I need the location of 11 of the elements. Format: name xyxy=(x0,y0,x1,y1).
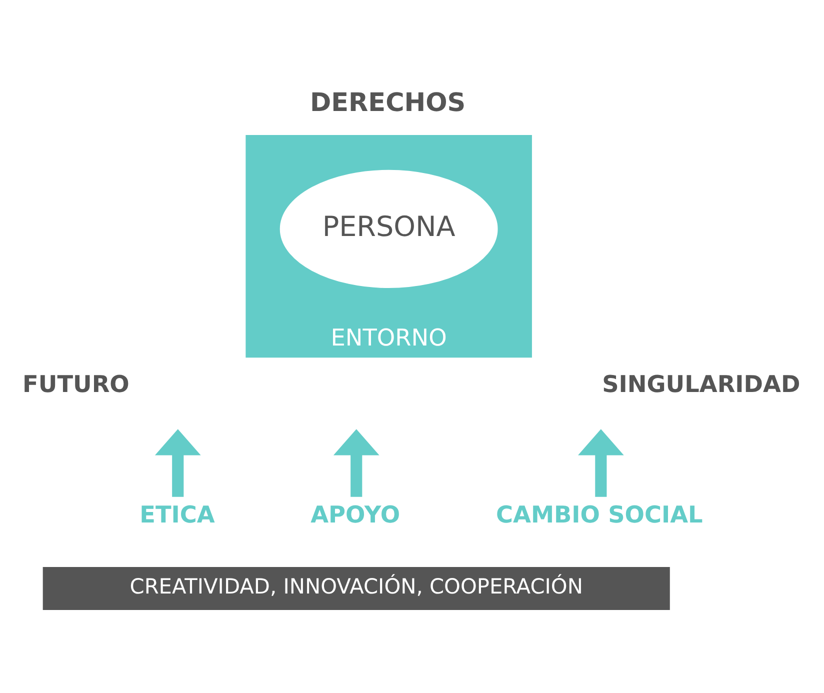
node-text: CAMBIO SOCIAL xyxy=(496,500,703,528)
arrow xyxy=(333,428,380,496)
node-text: SINGULARIDAD xyxy=(602,370,800,398)
node-text: ETICA xyxy=(140,500,215,528)
node-ellipse: PERSONA xyxy=(280,169,498,288)
node-text: DERECHOS xyxy=(310,87,466,118)
arrow xyxy=(578,428,624,496)
arrow xyxy=(154,428,201,496)
node-text: APOYO xyxy=(310,500,400,528)
node-box: CREATIVIDAD, INNOVACIÓN, COOPERACIÓN xyxy=(42,566,670,610)
node-text: FUTURO xyxy=(22,370,130,398)
